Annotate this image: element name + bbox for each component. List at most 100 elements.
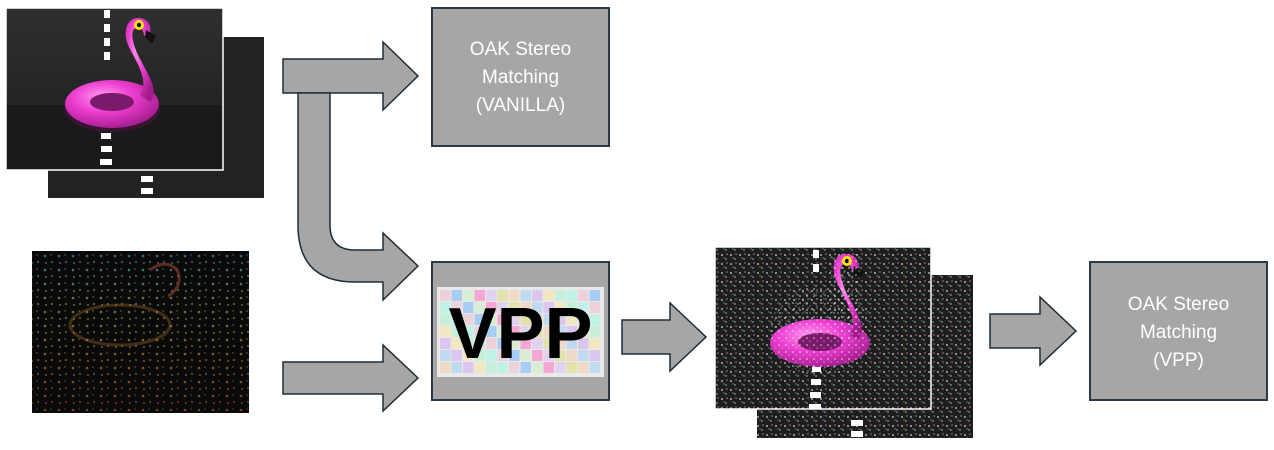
checker-cell [474,290,485,301]
checker-cell [566,326,577,337]
checker-cell [474,362,485,373]
checker-cell [543,314,554,325]
checker-cell [555,338,566,349]
checker-cell [555,314,566,325]
checker-cell [497,350,508,361]
arrow-hints-to-vpp [282,343,420,413]
checker-cell [497,338,508,349]
checker-cell [509,326,520,337]
checker-cell [589,314,600,325]
sparse-depth-hints [32,251,249,413]
checker-cell [440,290,451,301]
checker-cell [451,314,462,325]
checker-cell [440,338,451,349]
vpp-image-left [715,247,931,409]
oak-stereo-vpp-box: OAK Stereo Matching (VPP) [1089,261,1268,401]
checker-cell [463,338,474,349]
checker-cell [520,338,531,349]
checker-cell [566,290,577,301]
checker-cell [440,350,451,361]
vanilla-label-line-1: OAK Stereo [470,39,571,60]
checker-cell [509,290,520,301]
checker-cell [440,362,451,373]
checker-cell [451,362,462,373]
checker-cell [555,362,566,373]
checker-cell [532,290,543,301]
stereo-pair-input [5,7,264,198]
checker-cell [543,326,554,337]
arrow-bent-to-vpp [297,92,420,302]
checker-cell [497,326,508,337]
checker-cell [532,326,543,337]
checker-cell [440,302,451,313]
checker-cell [543,290,554,301]
checker-cell [509,362,520,373]
checker-cell [463,326,474,337]
checker-cell [440,314,451,325]
checker-cell [543,350,554,361]
checker-cell [486,302,497,313]
checker-cell [532,314,543,325]
checker-cell [532,362,543,373]
checker-cell [578,314,589,325]
checker-cell [566,314,577,325]
arrow-vpp-to-pair [621,301,708,373]
checker-cell [474,338,485,349]
checker-cell [486,362,497,373]
vpp-label: VPP [448,294,592,374]
stereo-image-left [6,8,223,170]
checker-cell [451,290,462,301]
checker-cell [451,338,462,349]
checker-cell [520,314,531,325]
checker-cell [474,350,485,361]
checker-cell [578,302,589,313]
checker-cell [566,350,577,361]
checker-cell [589,302,600,313]
checker-cell [520,326,531,337]
checker-cell [578,326,589,337]
checker-cell [463,290,474,301]
flamingo-float-patterned [770,254,870,375]
checker-cell [451,302,462,313]
checker-cell [578,362,589,373]
vpp-result-label-line-3: (VPP) [1153,350,1204,371]
checker-cell [532,302,543,313]
checker-cell [555,350,566,361]
checker-cell [532,350,543,361]
flamingo-float [64,18,160,132]
checker-cell [520,302,531,313]
checker-cell [578,290,589,301]
checker-cell [451,326,462,337]
checker-cell [543,338,554,349]
checker-cell [509,314,520,325]
checker-cell [589,350,600,361]
checker-cell [520,290,531,301]
checker-cell [578,338,589,349]
checker-cell [566,302,577,313]
checker-cell [463,350,474,361]
checker-cell [474,314,485,325]
checker-cell [543,302,554,313]
checker-cell [497,314,508,325]
checker-cell [486,314,497,325]
checker-cell [555,326,566,337]
checker-cell [463,314,474,325]
checker-cell [509,302,520,313]
checker-cell [520,362,531,373]
checker-cell [566,362,577,373]
vpp-result-label-line-2: Matching [1140,322,1217,343]
checker-cell [474,326,485,337]
checker-cell [589,326,600,337]
checker-cell [509,338,520,349]
checker-cell [497,290,508,301]
vanilla-label-line-2: Matching [482,67,559,88]
vpp-checker-pattern [440,290,600,373]
checker-cell [543,362,554,373]
checker-cell [578,350,589,361]
vpp-box: VPP [431,261,610,401]
checker-cell [497,362,508,373]
checker-cell [520,350,531,361]
checker-cell [440,326,451,337]
vanilla-label-line-3: (VANILLA) [476,95,565,116]
